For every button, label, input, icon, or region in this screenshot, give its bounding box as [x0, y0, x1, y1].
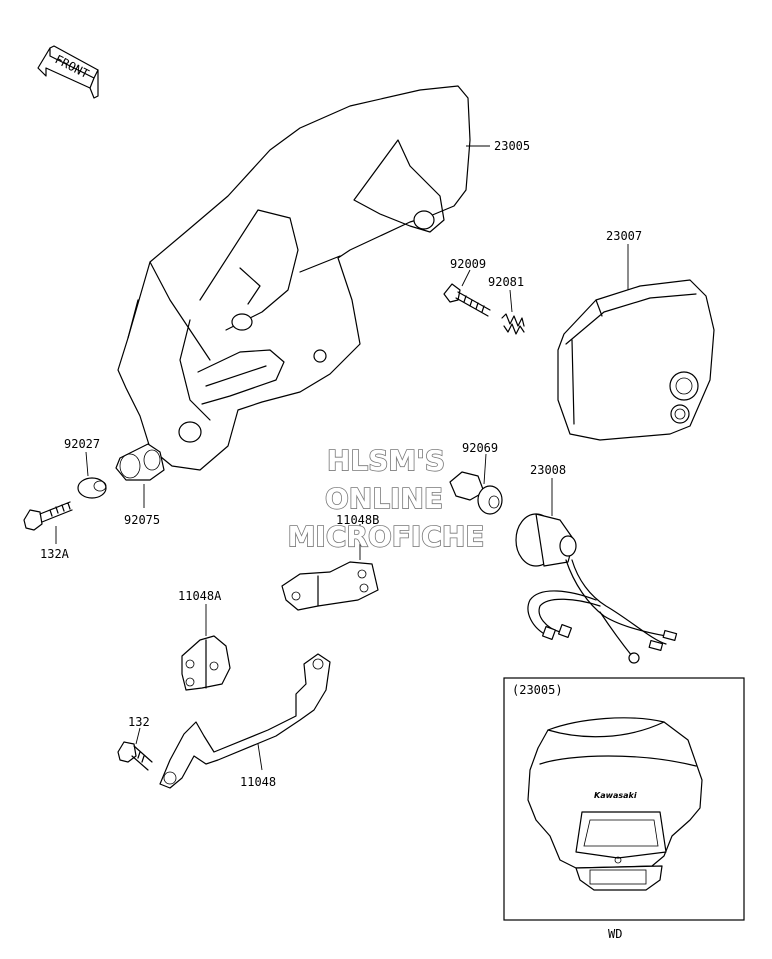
screw-92009 — [443, 269, 491, 317]
bracket-11048b — [281, 524, 379, 611]
part-label-bracket-11048b: 11048B — [336, 513, 379, 527]
inset-wd-variant: (23005) Kawasaki — [503, 677, 745, 921]
bolt-132a — [23, 501, 73, 544]
watermark-line-3: MICROFICHE — [288, 520, 485, 553]
bolt-132 — [117, 727, 153, 771]
part-label-spring: 92081 — [488, 275, 524, 289]
part-label-bracket-11048a: 11048A — [178, 589, 222, 603]
grommet-92075 — [115, 443, 165, 508]
part-label-socket: 23008 — [530, 463, 566, 477]
part-label-cowl: 23005 — [494, 139, 530, 153]
headlight-unit-23007 — [557, 244, 715, 441]
inset-title: (23005) — [512, 683, 563, 697]
part-label-bolt-132: 132 — [128, 715, 150, 729]
socket-23008 — [515, 478, 678, 664]
spring-92081 — [501, 289, 525, 335]
part-label-headlight-unit: 23007 — [606, 229, 642, 243]
front-direction-arrow-icon: FRONT — [37, 45, 99, 99]
part-label-bracket-11048: 11048 — [240, 775, 276, 789]
headlight-cowl — [117, 85, 490, 471]
part-label-bolt-132a: 132A — [40, 547, 70, 561]
kawasaki-logo-text: Kawasaki — [594, 791, 637, 800]
bracket-11048 — [159, 653, 331, 789]
part-label-bulb: 92069 — [462, 441, 498, 455]
part-label-collar: 92027 — [64, 437, 100, 451]
part-label-grommet: 92075 — [124, 513, 160, 527]
watermark-line-2: ONLINE — [325, 482, 443, 515]
part-label-screw: 92009 — [450, 257, 486, 271]
bracket-11048a — [181, 604, 231, 691]
collar-92027 — [77, 451, 107, 499]
bulb-92069 — [449, 453, 503, 515]
watermark-line-1: HLSM'S — [327, 444, 445, 477]
inset-variant-label: WD — [608, 927, 622, 941]
watermark: HLSM'S ONLINE MICROFICHE — [287, 443, 485, 554]
